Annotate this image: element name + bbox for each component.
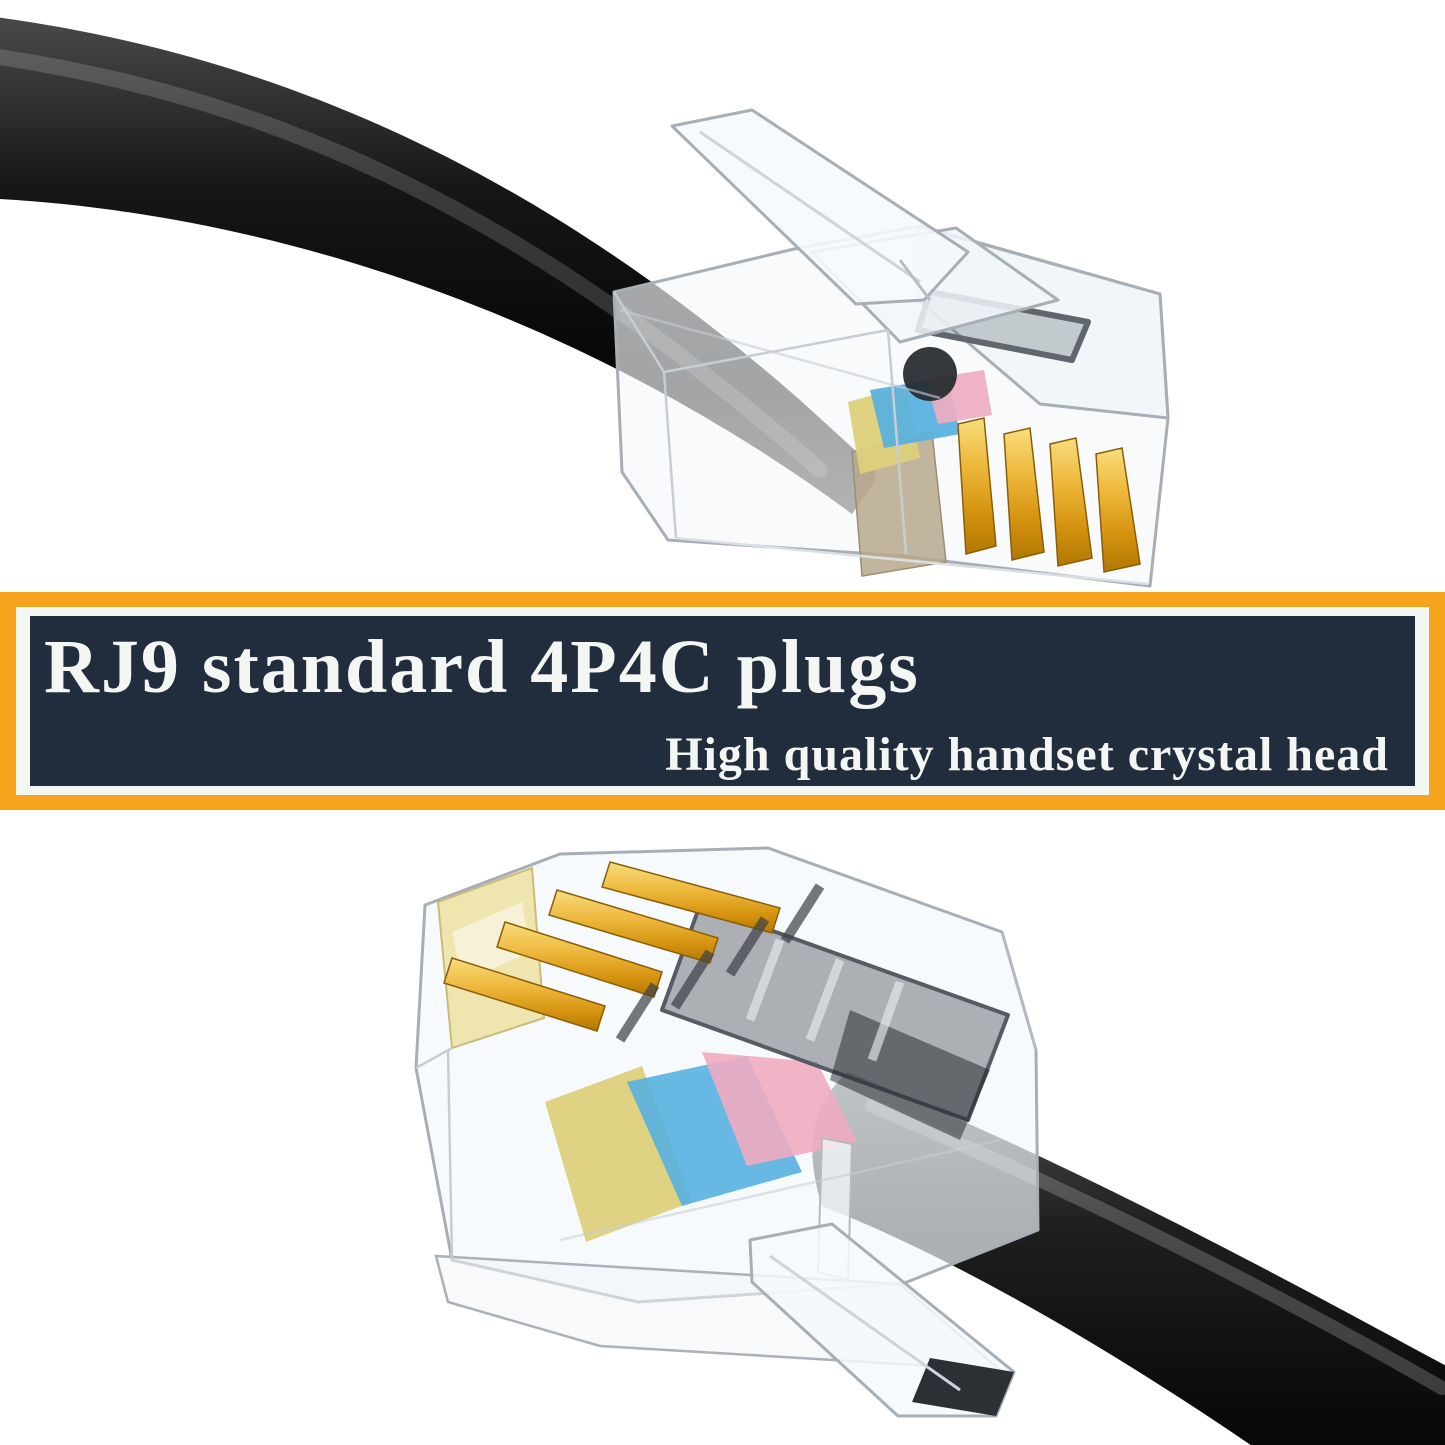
internal-wires	[848, 347, 992, 474]
wire-black	[903, 347, 957, 401]
banner-title: RJ9 standard 4P4C plugs	[44, 625, 920, 709]
top-plug-photo	[0, 0, 1445, 592]
latch-window	[660, 903, 1010, 1140]
banner-inner-frame: RJ9 standard 4P4C plugs High quality han…	[16, 607, 1429, 795]
plastic-facets	[612, 291, 1149, 586]
plug-latch	[670, 108, 1060, 344]
gold-contacts	[443, 861, 781, 1032]
banner-panel: RJ9 standard 4P4C plugs High quality han…	[30, 616, 1415, 786]
plug-latch	[748, 1136, 1016, 1418]
bottom-plug-illustration	[414, 846, 1445, 1445]
top-plug-illustration	[0, 17, 1170, 588]
plastic-facets	[415, 931, 1038, 1261]
internal-wires	[545, 1052, 857, 1242]
contact-slots	[615, 883, 825, 1043]
banner-subtitle: High quality handset crystal head	[665, 727, 1389, 781]
promo-banner: RJ9 standard 4P4C plugs High quality han…	[0, 592, 1445, 810]
bottom-plug-photo	[0, 810, 1445, 1445]
gold-contacts	[957, 417, 1141, 573]
wire-pink	[702, 1052, 857, 1166]
